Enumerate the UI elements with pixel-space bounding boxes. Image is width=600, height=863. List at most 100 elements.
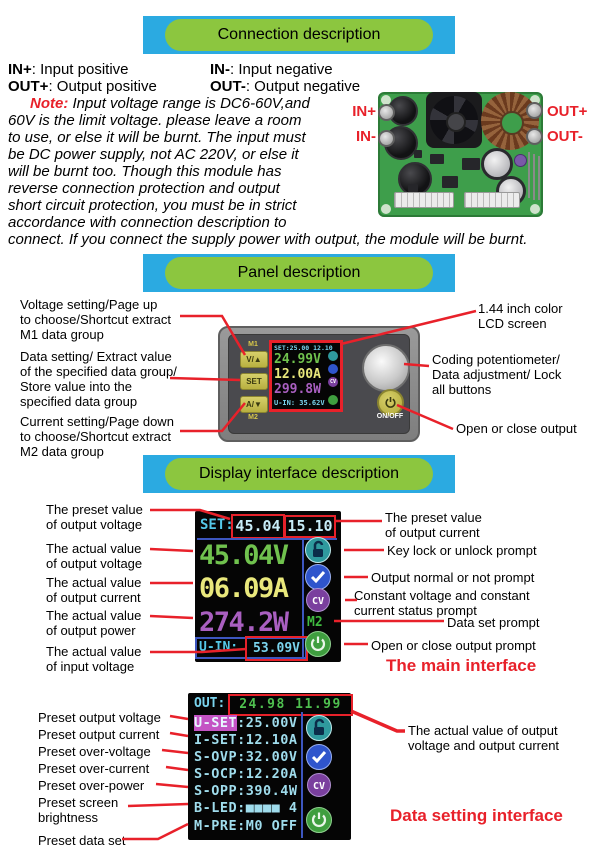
set-button: SET (240, 373, 268, 390)
display-header-band: Display interface description (143, 455, 455, 493)
lcd-power: 299.8W (274, 382, 321, 397)
preset-voltage-value: 45.04 (231, 514, 285, 539)
pin-connector (394, 192, 454, 208)
m1-marking: M1 (248, 341, 258, 348)
small-capacitor (514, 154, 527, 167)
onoff-button (377, 389, 404, 416)
terminal-out-minus (526, 128, 543, 145)
out-label: OUT: (194, 696, 226, 711)
panel-header: Panel description (165, 257, 433, 289)
label-preset-voltage-row: Preset output voltage (38, 710, 161, 725)
main-interface-caption: The main interface (386, 656, 537, 675)
term-in-plus: IN+ (8, 61, 32, 78)
board-label-in-plus: IN+ (352, 103, 376, 120)
lock-icon (328, 351, 338, 361)
row-m-pre: M-PRE:M0 OFF (194, 818, 298, 834)
line-s-ocp (165, 765, 189, 772)
actual-current-value: 06.09A (199, 573, 289, 604)
note-line-7: short circuit protection, you must be in… (8, 197, 297, 214)
line-u-set (169, 714, 189, 721)
terminal-in-minus (378, 130, 395, 147)
m2-marking: M2 (248, 414, 258, 421)
main-interface-lcd: SET: 45.04 15.10 45.04V 06.09A 274.2W U-… (195, 511, 341, 662)
out-values: 24.98 11.99 (228, 694, 353, 716)
label-data-set-prompt: Data set prompt (447, 615, 540, 630)
power-icon (328, 395, 338, 405)
label-preset-current-row: Preset output current (38, 727, 160, 742)
board-label-out-plus: OUT+ (547, 103, 588, 120)
ic-chip (430, 154, 444, 164)
board-label-in-minus: IN- (356, 128, 376, 145)
note-line-6: reverse connection protection and output (8, 180, 280, 197)
cooling-fan (426, 92, 482, 148)
label-over-voltage: Preset over-voltage (38, 744, 151, 759)
note-line-3: to use, or else it will be burnt. The in… (8, 129, 306, 146)
line-i-set (169, 731, 189, 738)
def-out-minus: OUT-: Output negative (210, 78, 360, 95)
check-icon (305, 564, 331, 590)
lcd-voltage: 24.99V (274, 352, 321, 367)
power-icon (385, 397, 396, 408)
connection-header-band: Connection description (143, 16, 455, 54)
note-line-9: connect. If you connect the supply power… (8, 231, 528, 248)
panel-header-band: Panel description (143, 254, 455, 292)
m2-prompt: M2 (307, 615, 323, 630)
lock-icon (305, 537, 331, 563)
line-m-pre (122, 822, 189, 841)
lcd-set-label: SET: (200, 517, 234, 533)
term-out-plus: OUT+ (8, 78, 49, 95)
line-actual-out-values (350, 709, 405, 733)
term-out-minus: OUT- (210, 78, 246, 95)
preset-current-value: 15.10 (284, 515, 336, 538)
row-s-ocp: S-OCP:12.20A (194, 766, 298, 782)
term-in-minus: IN- (210, 61, 230, 78)
lock-icon (306, 715, 332, 741)
actual-power-value: 274.2W (199, 607, 289, 638)
current-button: A/▼ (240, 396, 268, 413)
label-preset-data-set: Preset data set (38, 833, 126, 848)
svg-text:CV: CV (313, 781, 325, 792)
ic-chip (462, 158, 480, 170)
line-s-opp (155, 782, 189, 789)
power-icon (305, 631, 331, 657)
ic-chip (442, 176, 458, 188)
note-line-8: accordance with connection description t… (8, 214, 287, 231)
cv-icon: CV (306, 588, 330, 612)
note-line-1: Note: Input voltage range is DC6-60V,and (30, 95, 310, 112)
row-s-opp: S-OPP:390.4W (194, 783, 298, 799)
line-s-ovp (161, 748, 189, 755)
cv-icon: CV (328, 377, 338, 387)
power-icon (306, 807, 332, 833)
input-voltage-value: 53.09V (245, 636, 308, 661)
desc-out-minus: : Output negative (245, 78, 361, 95)
desc-in-minus: : Input negative (230, 61, 333, 78)
svg-text:CV: CV (312, 596, 324, 607)
row-u-set: U-SET:25.00V (194, 715, 298, 731)
line-b-led (127, 802, 189, 808)
check-icon (306, 744, 332, 770)
label-over-power: Preset over-power (38, 778, 145, 793)
lcd-current: 12.00A (274, 367, 321, 382)
row-b-led: B-LED:■■■■ 4 (194, 800, 298, 816)
ic-chip (408, 184, 418, 192)
uin-label: U-IN: (199, 640, 239, 655)
desc-out-plus: : Output positive (48, 78, 157, 95)
note-label: Note: (30, 95, 69, 112)
row-s-ovp: S-OVP:32.00V (194, 749, 298, 765)
row-i-set: I-SET:12.10A (194, 732, 298, 748)
label-key-lock: Key lock or unlock prompt (387, 543, 537, 558)
label-current-button: Current setting/Page down to choose/Shor… (20, 414, 174, 459)
ic-chip (414, 150, 422, 158)
capacitor (481, 148, 513, 180)
onoff-label: ON/OFF (376, 413, 404, 420)
def-in-plus: IN+: Input positive (8, 61, 129, 78)
lcd-input-voltage: U-IN: 35.62V (274, 399, 325, 407)
connection-header: Connection description (165, 19, 433, 51)
label-set-button: Data setting/ Extract value of the speci… (20, 349, 177, 409)
